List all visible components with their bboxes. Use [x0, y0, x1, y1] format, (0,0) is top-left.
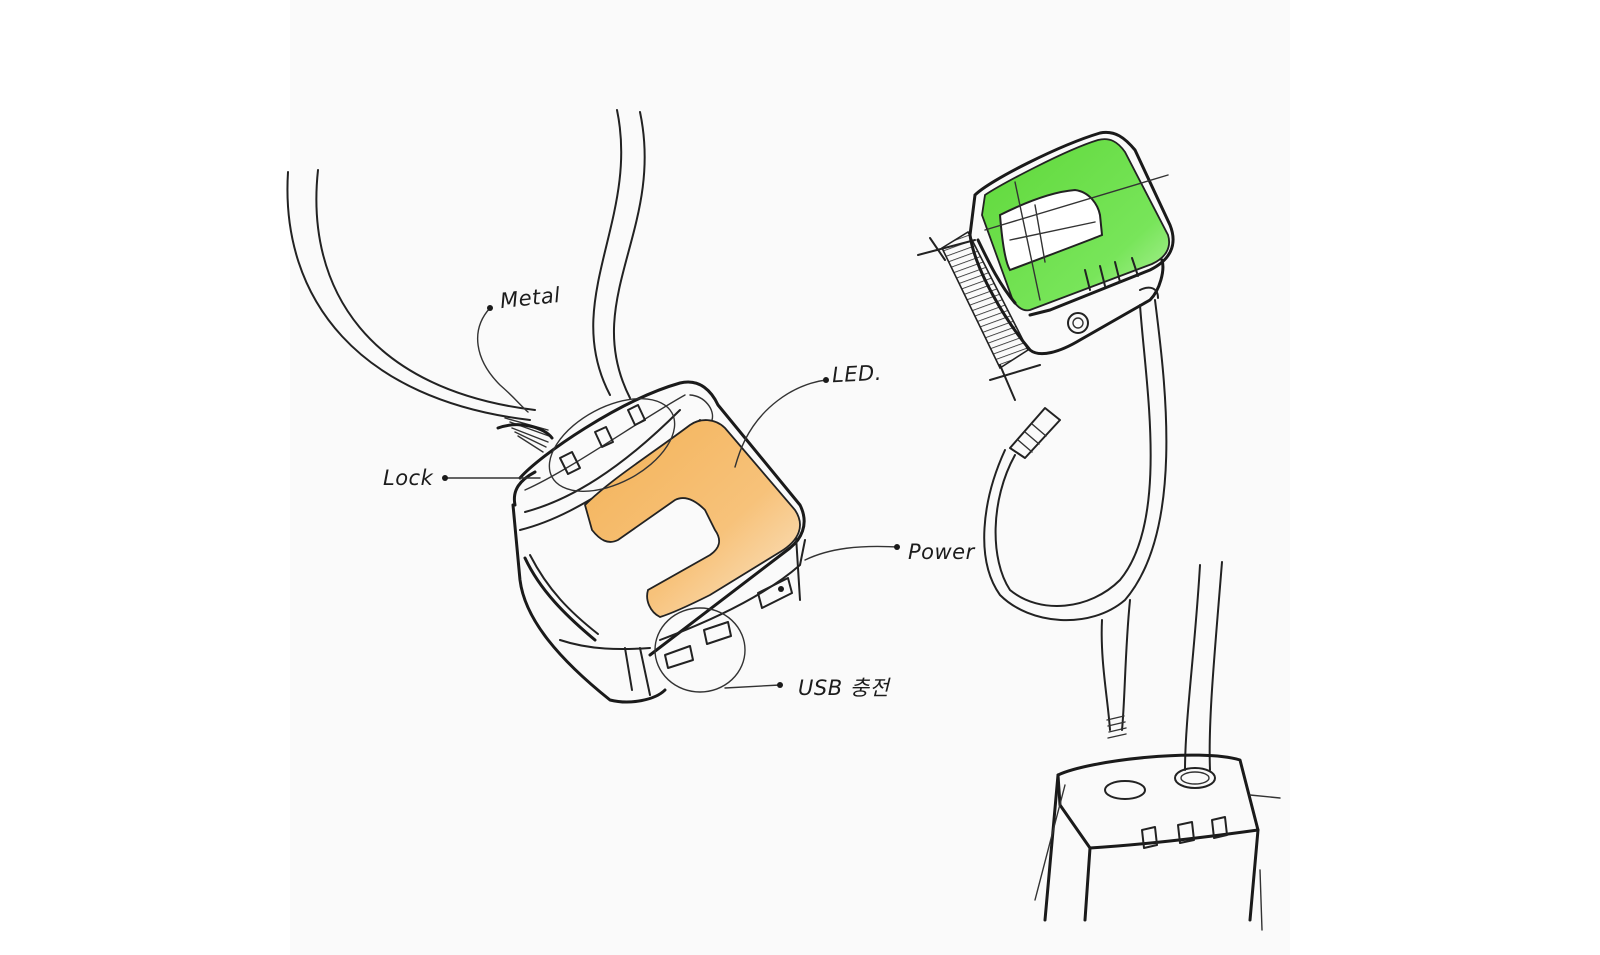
label-power: Power: [908, 540, 975, 564]
secondary-power-cube: [917, 130, 1175, 622]
lock-switches: [548, 397, 676, 493]
power-button: [757, 577, 793, 609]
usb-ports: [654, 607, 746, 693]
callout-lines: [442, 305, 900, 689]
main-cube-body: [511, 380, 806, 704]
label-lock: Lock: [383, 466, 434, 490]
label-usb-charging: USB 충전: [798, 676, 890, 700]
main-led-face: [583, 419, 801, 618]
third-power-unit: [1034, 561, 1281, 931]
main-cube-cables: [286, 109, 646, 453]
label-led: LED.: [831, 360, 883, 388]
main-power-cube: [286, 109, 900, 704]
